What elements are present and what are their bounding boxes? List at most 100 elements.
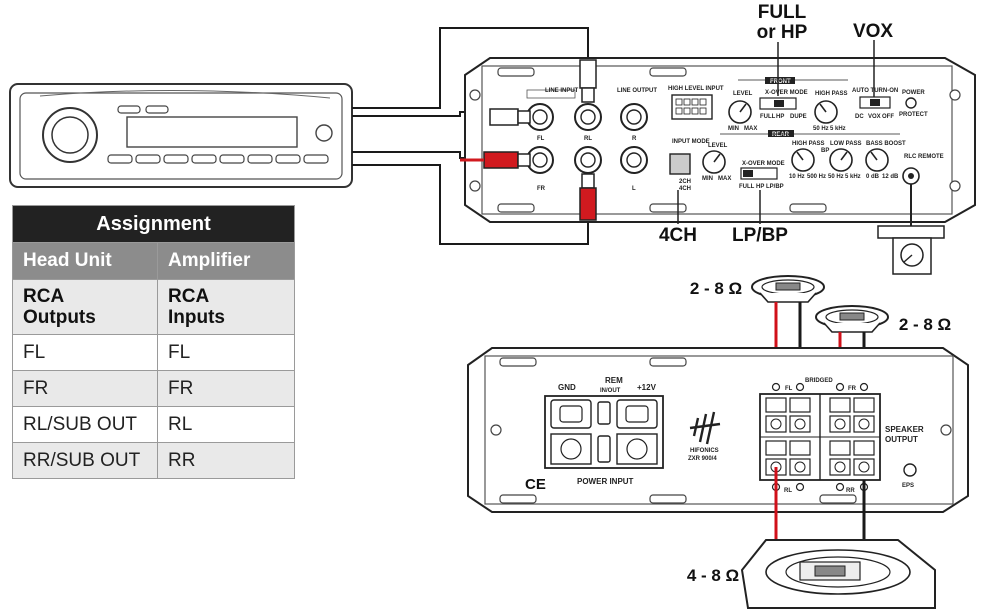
speaker-output-label-1: SPEAKER — [885, 425, 924, 434]
svg-text:HIGH PASS: HIGH PASS — [792, 141, 825, 147]
table-cell: FL — [12, 334, 158, 371]
table-cell: RL — [157, 406, 295, 443]
brand-label: HIFONICS — [690, 448, 719, 454]
table-cell: FR — [157, 370, 295, 407]
eps-icon — [903, 463, 917, 477]
rl-label: RL — [584, 136, 592, 142]
table-row: FL FL — [12, 334, 295, 371]
svg-text:BASS BOOST: BASS BOOST — [866, 141, 906, 147]
hifonics-logo-icon — [689, 411, 721, 445]
svg-text:LP/BP: LP/BP — [766, 184, 784, 190]
svg-text:50 Hz: 50 Hz — [813, 126, 829, 132]
rca-jack-rr — [574, 146, 602, 174]
speaker-terminal-screws — [765, 397, 875, 476]
svg-text:VOX: VOX — [868, 114, 881, 120]
lp-bp-label: LP/BP — [732, 225, 788, 246]
line-input-label: LINE INPUT — [545, 88, 579, 94]
speaker-wires-sub — [774, 467, 866, 548]
svg-text:RL: RL — [784, 488, 792, 494]
table-row: FR FR — [12, 370, 295, 407]
svg-text:LEVEL: LEVEL — [708, 143, 728, 149]
rear-xover-switch — [740, 167, 778, 180]
speaker-output-label-2: OUTPUT — [885, 435, 918, 444]
callout-lines — [677, 40, 875, 224]
l-label: L — [632, 186, 636, 192]
svg-text:RR: RR — [846, 488, 855, 494]
svg-text:500 Hz: 500 Hz — [807, 174, 826, 180]
mode-2ch-label: 2CH — [679, 179, 691, 185]
col-header-amplifier: Amplifier — [157, 242, 295, 280]
speaker-front-right — [815, 305, 889, 333]
model-label: ZXR 900/4 — [688, 456, 717, 462]
svg-text:LEVEL: LEVEL — [733, 91, 753, 97]
line-output-label: LINE OUTPUT — [617, 88, 657, 94]
table-cell: FR — [12, 370, 158, 407]
speaker-front-left — [751, 275, 825, 303]
impedance-front-left: 2 - 8 Ω — [690, 279, 742, 298]
svg-text:0 dB: 0 dB — [866, 174, 880, 180]
gnd-label: GND — [558, 383, 576, 392]
col-header-head-unit: Head Unit — [12, 242, 158, 280]
svg-text:5 kHz: 5 kHz — [830, 126, 846, 132]
rca-jack-rl — [574, 103, 602, 131]
4ch-label: 4CH — [659, 225, 697, 246]
rem-label: REM — [605, 376, 623, 385]
high-level-input-connector — [671, 94, 713, 120]
svg-text:HIGH PASS: HIGH PASS — [815, 91, 848, 97]
rca-plugs — [460, 59, 597, 221]
rca-jack-fr — [526, 146, 554, 174]
svg-text:POWER: POWER — [902, 90, 925, 96]
svg-text:12 dB: 12 dB — [882, 174, 899, 180]
input-mode-switch — [669, 153, 691, 175]
svg-text:PROTECT: PROTECT — [899, 112, 928, 118]
svg-text:DUPE: DUPE — [790, 114, 807, 120]
bridged-label: BRIDGED — [805, 378, 833, 384]
svg-text:LOW PASS: LOW PASS — [830, 141, 862, 147]
subheader-rca-outputs: RCA Outputs — [12, 279, 158, 335]
svg-text:FULL: FULL — [760, 114, 776, 120]
svg-text:50 Hz: 50 Hz — [828, 174, 844, 180]
table-title: Assignment — [12, 205, 295, 243]
rca-plug-rr-red — [579, 187, 597, 221]
plus12v-label: +12V — [637, 383, 657, 392]
impedance-front-right: 2 - 8 Ω — [899, 315, 951, 334]
rem-in-out-label: IN/OUT — [600, 388, 621, 394]
ce-mark: CE — [525, 476, 546, 493]
svg-text:DC: DC — [855, 114, 864, 120]
table-cell: RR/SUB OUT — [12, 442, 158, 479]
mode-4ch-label: 4CH — [679, 186, 691, 192]
svg-text:X-OVER MODE: X-OVER MODE — [742, 161, 785, 167]
amplifier-rear-panel: GND REM IN/OUT +12V POWER INPUT HIFONICS… — [467, 347, 969, 513]
svg-text:HP: HP — [776, 114, 784, 120]
eps-label: EPS — [902, 483, 914, 489]
svg-text:RLC REMOTE: RLC REMOTE — [904, 154, 944, 160]
svg-text:FR: FR — [848, 386, 857, 392]
table-row: RL/SUB OUT RL — [12, 406, 295, 443]
svg-text:FL: FL — [785, 386, 793, 392]
front-xover-label: X-OVER MODE — [765, 90, 808, 96]
input-mode-label: INPUT MODE — [672, 139, 710, 145]
assignment-table: Assignment Head Unit Amplifier RCA Outpu… — [12, 205, 295, 479]
rca-jack-fl — [526, 103, 554, 131]
svg-text:5 kHz: 5 kHz — [845, 174, 861, 180]
svg-text:10 Hz: 10 Hz — [789, 174, 805, 180]
auto-turn-on-label: AUTO TURN-ON — [852, 88, 898, 94]
high-level-input-label: HIGH LEVEL INPUT — [668, 86, 724, 92]
rear-label: REAR — [772, 132, 790, 138]
table-cell: FL — [157, 334, 295, 371]
svg-text:OFF: OFF — [882, 114, 894, 120]
rlc-remote — [877, 184, 945, 275]
svg-text:FULL: FULL — [739, 184, 755, 190]
table-cell: RL/SUB OUT — [12, 406, 158, 443]
svg-text:BP: BP — [821, 148, 829, 154]
power-led-icon — [905, 97, 917, 109]
fr-label: FR — [537, 186, 546, 192]
rca-plug-fr-red — [483, 151, 519, 169]
table-cell: RR — [157, 442, 295, 479]
subheader-rca-inputs: RCA Inputs — [157, 279, 295, 335]
svg-text:MAX: MAX — [718, 176, 731, 182]
head-unit — [9, 83, 353, 188]
amplifier-front-panel: LINE INPUT LINE OUTPUT FL RL R FR L HIGH… — [464, 57, 976, 223]
impedance-subwoofer: 4 - 8 Ω — [687, 566, 739, 585]
